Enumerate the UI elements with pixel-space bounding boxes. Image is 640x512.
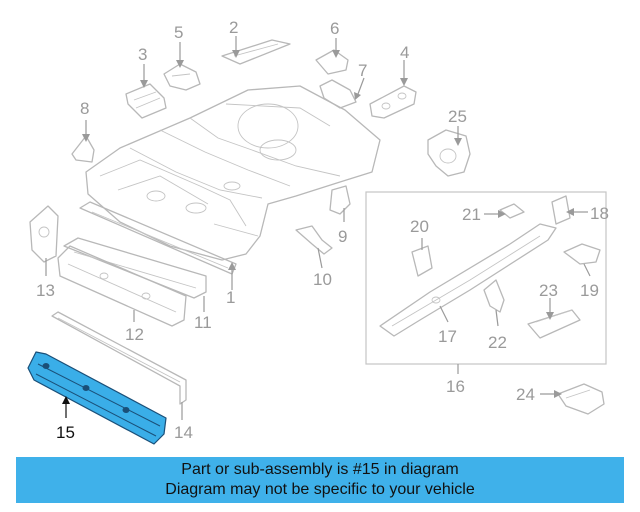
callout-22: 22 bbox=[488, 333, 507, 352]
part-21 bbox=[499, 203, 525, 219]
callout-25: 25 bbox=[448, 107, 467, 126]
part-19 bbox=[563, 243, 601, 265]
part-25 bbox=[427, 129, 471, 177]
part-13 bbox=[29, 205, 59, 263]
callout-10: 10 bbox=[313, 270, 332, 289]
part-9 bbox=[329, 185, 351, 215]
group-box-16 bbox=[365, 191, 607, 365]
part-18 bbox=[551, 195, 571, 225]
caption-line-2: Diagram may not be specific to your vehi… bbox=[165, 481, 475, 498]
part-1 bbox=[79, 201, 237, 275]
leader-22 bbox=[495, 309, 499, 327]
part-6 bbox=[315, 49, 349, 75]
leader-7 bbox=[357, 77, 365, 95]
part-12 bbox=[57, 245, 187, 327]
callout-19: 19 bbox=[580, 281, 599, 300]
part-7 bbox=[319, 79, 357, 109]
floor-pan bbox=[85, 85, 381, 261]
callout-2: 2 bbox=[229, 18, 238, 37]
part-8 bbox=[71, 135, 95, 163]
callout-1: 1 bbox=[226, 288, 235, 307]
callout-9: 9 bbox=[338, 227, 347, 246]
leader-10 bbox=[317, 247, 323, 269]
callout-5: 5 bbox=[174, 23, 183, 42]
part-3 bbox=[125, 83, 167, 119]
part-17 bbox=[379, 223, 557, 337]
part-24 bbox=[557, 383, 605, 415]
part-15-highlighted bbox=[27, 351, 167, 445]
callout-12: 12 bbox=[125, 325, 144, 344]
callout-11: 11 bbox=[194, 313, 212, 332]
caption-line-1: Part or sub-assembly is #15 in diagram bbox=[181, 461, 459, 478]
callout-13: 13 bbox=[36, 281, 55, 300]
part-11 bbox=[63, 237, 207, 299]
callout-17: 17 bbox=[438, 327, 457, 346]
callout-21: 21 bbox=[462, 205, 481, 224]
part-5 bbox=[163, 63, 201, 91]
part-23 bbox=[527, 309, 581, 339]
callout-3: 3 bbox=[138, 45, 147, 64]
part-20 bbox=[411, 245, 433, 277]
callout-14: 14 bbox=[174, 423, 193, 442]
callout-16: 16 bbox=[446, 377, 465, 396]
callout-15: 15 bbox=[56, 423, 75, 442]
part-2 bbox=[221, 39, 291, 65]
leader-17 bbox=[439, 305, 449, 323]
leader-19 bbox=[583, 263, 591, 277]
callout-6: 6 bbox=[330, 19, 339, 38]
parts-diagram: 1 2 3 5 6 7 4 bbox=[27, 18, 609, 445]
part-10 bbox=[295, 225, 333, 255]
callout-20: 20 bbox=[410, 217, 429, 236]
callout-4: 4 bbox=[400, 43, 409, 62]
callout-8: 8 bbox=[80, 99, 89, 118]
callout-23: 23 bbox=[539, 281, 558, 300]
part-14 bbox=[51, 311, 187, 405]
callout-7: 7 bbox=[358, 61, 367, 80]
caption-bar: Part or sub-assembly is #15 in diagram D… bbox=[16, 457, 624, 503]
callout-24: 24 bbox=[516, 385, 535, 404]
part-22 bbox=[483, 279, 505, 313]
part-4 bbox=[369, 85, 417, 119]
callout-18: 18 bbox=[590, 204, 609, 223]
